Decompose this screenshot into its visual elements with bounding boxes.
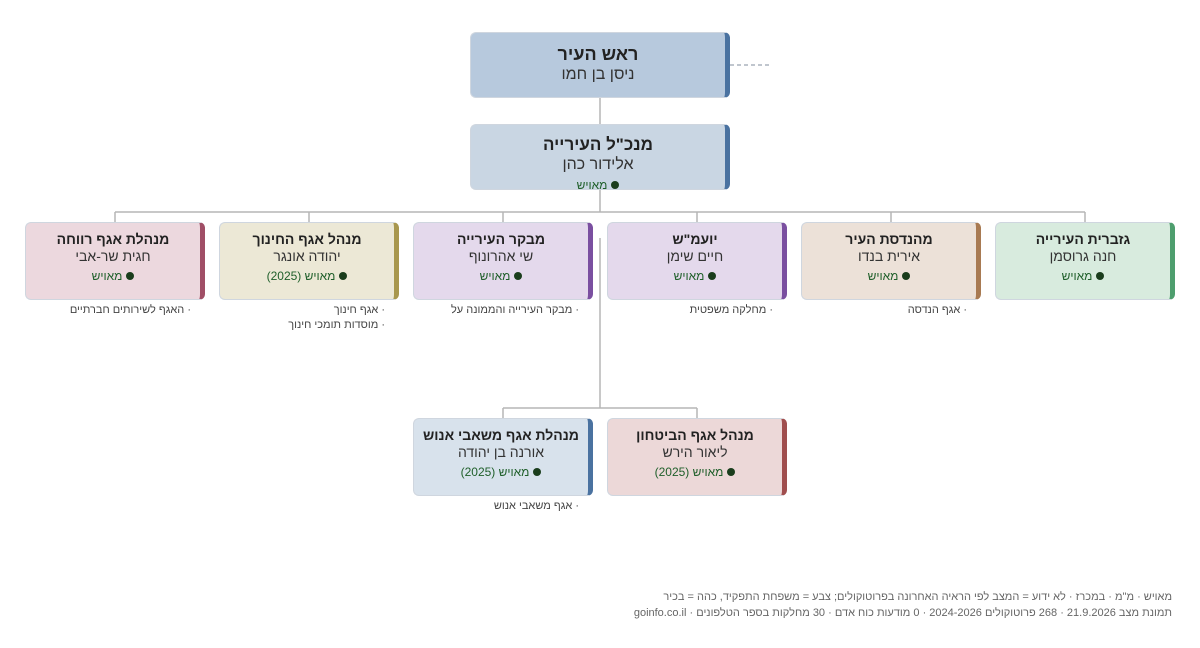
unit-item: · אגף משאבי אנוש	[493, 500, 579, 512]
legend-line-1: מאויש · מ"מ · במכרז · לא ידוע = המצב לפי…	[663, 591, 1172, 603]
person-name: חיים שימן	[666, 248, 724, 264]
status-text: מאויש	[91, 269, 123, 283]
status-dot-icon	[514, 271, 523, 280]
unit-list: · מחלקה משפטית	[690, 303, 773, 318]
role-title: מנהל אגף החינוך	[252, 231, 362, 247]
role-title: גזברית העירייה	[1035, 231, 1131, 247]
status: מאויש	[26, 268, 200, 284]
legend-line-2: תמונת מצב 21.9.2026 · 268 פרוטוקולים 202…	[633, 607, 1172, 619]
role-title: מבקר העירייה	[457, 231, 545, 247]
unit-list: · האגף לשירותים חברתיים	[70, 303, 191, 318]
role-title: מנהלת אגף רווחה	[56, 231, 170, 247]
role-title: מנהלת אגף משאבי אנוש	[423, 427, 579, 443]
status-dot-icon	[1096, 271, 1105, 280]
status-text: מאויש	[867, 269, 899, 283]
status-text: מאויש (2025)	[654, 465, 724, 479]
status-text: מאויש	[1061, 269, 1093, 283]
status-text: מאויש (2025)	[460, 465, 530, 479]
status-dot-icon	[902, 271, 911, 280]
mayor-role: ראש העיר	[557, 44, 639, 64]
person-name: אירית בנדו	[857, 248, 921, 264]
status-dot-icon	[533, 467, 542, 476]
person-name: חגית שר-אבי	[75, 248, 151, 264]
status: מאויש	[802, 268, 976, 284]
person-name: יהודה אונגר	[273, 248, 341, 264]
unit-item: · אגף חינוך	[333, 304, 385, 316]
status-dot-icon	[126, 271, 135, 280]
unit-list: · מבקר העירייה והממונה על	[451, 303, 579, 318]
ceo-status: מאויש	[471, 177, 725, 193]
ceo-node[interactable]: מנכ"ל העירייה אלידור כהן מאויש	[470, 124, 730, 193]
status: מאויש (2025)	[220, 268, 394, 284]
unit-item: · מבקר העירייה והממונה על	[450, 304, 579, 316]
status-dot-icon	[611, 180, 620, 189]
unit-item: · אגף הנדסה	[907, 304, 967, 316]
unit-item: · מחלקה משפטית	[689, 304, 773, 316]
status-dot-icon	[727, 467, 736, 476]
status: מאויש (2025)	[608, 464, 782, 480]
status-text: מאויש	[479, 269, 511, 283]
unit-list: · אגף הנדסה	[908, 303, 967, 318]
mayor-name: ניסן בן חמו	[561, 66, 635, 83]
mayor-node[interactable]: ראש העיר ניסן בן חמו	[470, 32, 730, 98]
status-dot-icon	[339, 271, 348, 280]
unit-list: · אגף חינוך · מוסדות תומכי חינוך	[288, 303, 385, 333]
role-title: יועמ"ש	[672, 231, 718, 247]
status: מאויש	[996, 268, 1170, 284]
status: מאויש	[608, 268, 782, 284]
role-title: מנהל אגף הביטחון	[636, 427, 754, 443]
status: מאויש	[414, 268, 588, 284]
ceo-status-text: מאויש	[576, 178, 608, 192]
status: מאויש (2025)	[414, 464, 588, 480]
person-name: שי אהרונוף	[468, 248, 534, 264]
status-dot-icon	[708, 271, 717, 280]
unit-item: · מוסדות תומכי חינוך	[288, 319, 385, 331]
role-title: מהנדסת העיר	[845, 231, 933, 247]
status-text: מאויש	[673, 269, 705, 283]
person-name: אורנה בן יהודה	[457, 444, 545, 460]
person-name: ליאור הירש	[662, 444, 728, 460]
unit-list: · אגף משאבי אנוש	[494, 499, 579, 514]
status-text: מאויש (2025)	[266, 269, 336, 283]
person-name: חנה גרוסמן	[1049, 248, 1117, 264]
unit-item: · האגף לשירותים חברתיים	[69, 304, 191, 316]
ceo-role: מנכ"ל העירייה	[543, 135, 653, 154]
ceo-name: אלידור כהן	[562, 156, 634, 173]
